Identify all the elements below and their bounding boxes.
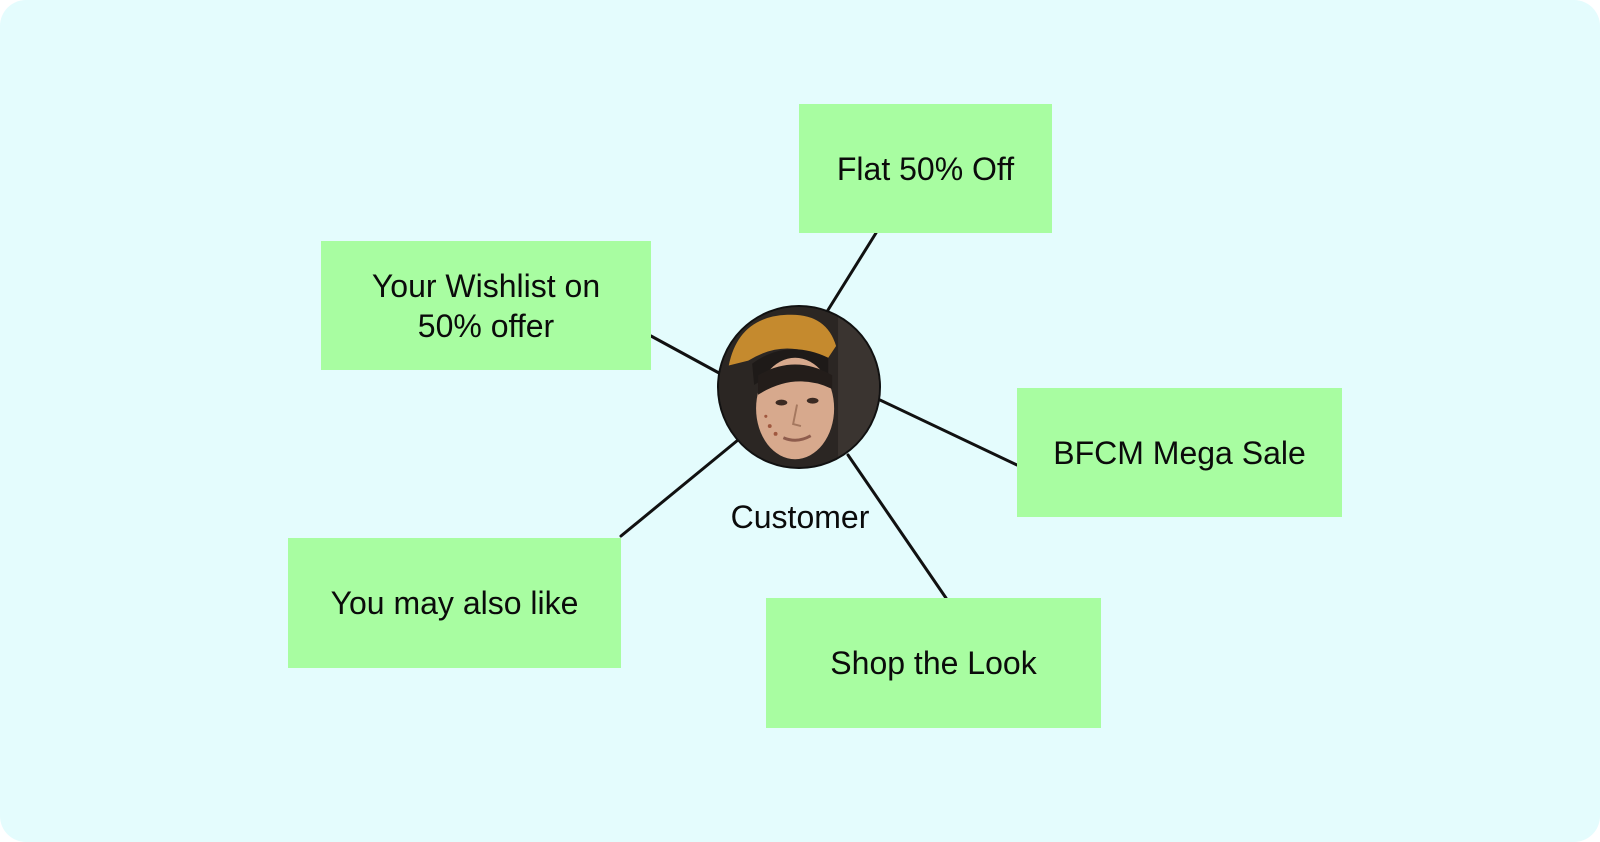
node-you-may-also-like: You may also like — [288, 538, 621, 668]
connector-bfcm — [878, 398, 1019, 467]
node-shop-the-look: Shop the Look — [766, 598, 1101, 728]
connector-shop-look — [846, 453, 948, 600]
connector-flat-off — [826, 231, 878, 312]
connector-also-like — [619, 438, 740, 538]
node-wishlist-offer: Your Wishlist on 50% offer — [321, 241, 651, 370]
connector-wishlist — [649, 334, 721, 375]
center-node-label: Customer — [730, 499, 870, 535]
node-bfcm-mega-sale: BFCM Mega Sale — [1017, 388, 1342, 517]
node-flat-50-off: Flat 50% Off — [799, 104, 1052, 233]
node-shop-the-look-label: Shop the Look — [830, 645, 1037, 681]
node-wishlist-offer-label: Your Wishlist on 50% offer — [371, 267, 601, 344]
node-bfcm-mega-sale-label: BFCM Mega Sale — [1053, 434, 1306, 471]
customer-avatar-icon — [717, 305, 881, 469]
node-you-may-also-like-label: You may also like — [330, 585, 579, 621]
node-flat-50-off-label: Flat 50% Off — [836, 150, 1015, 187]
